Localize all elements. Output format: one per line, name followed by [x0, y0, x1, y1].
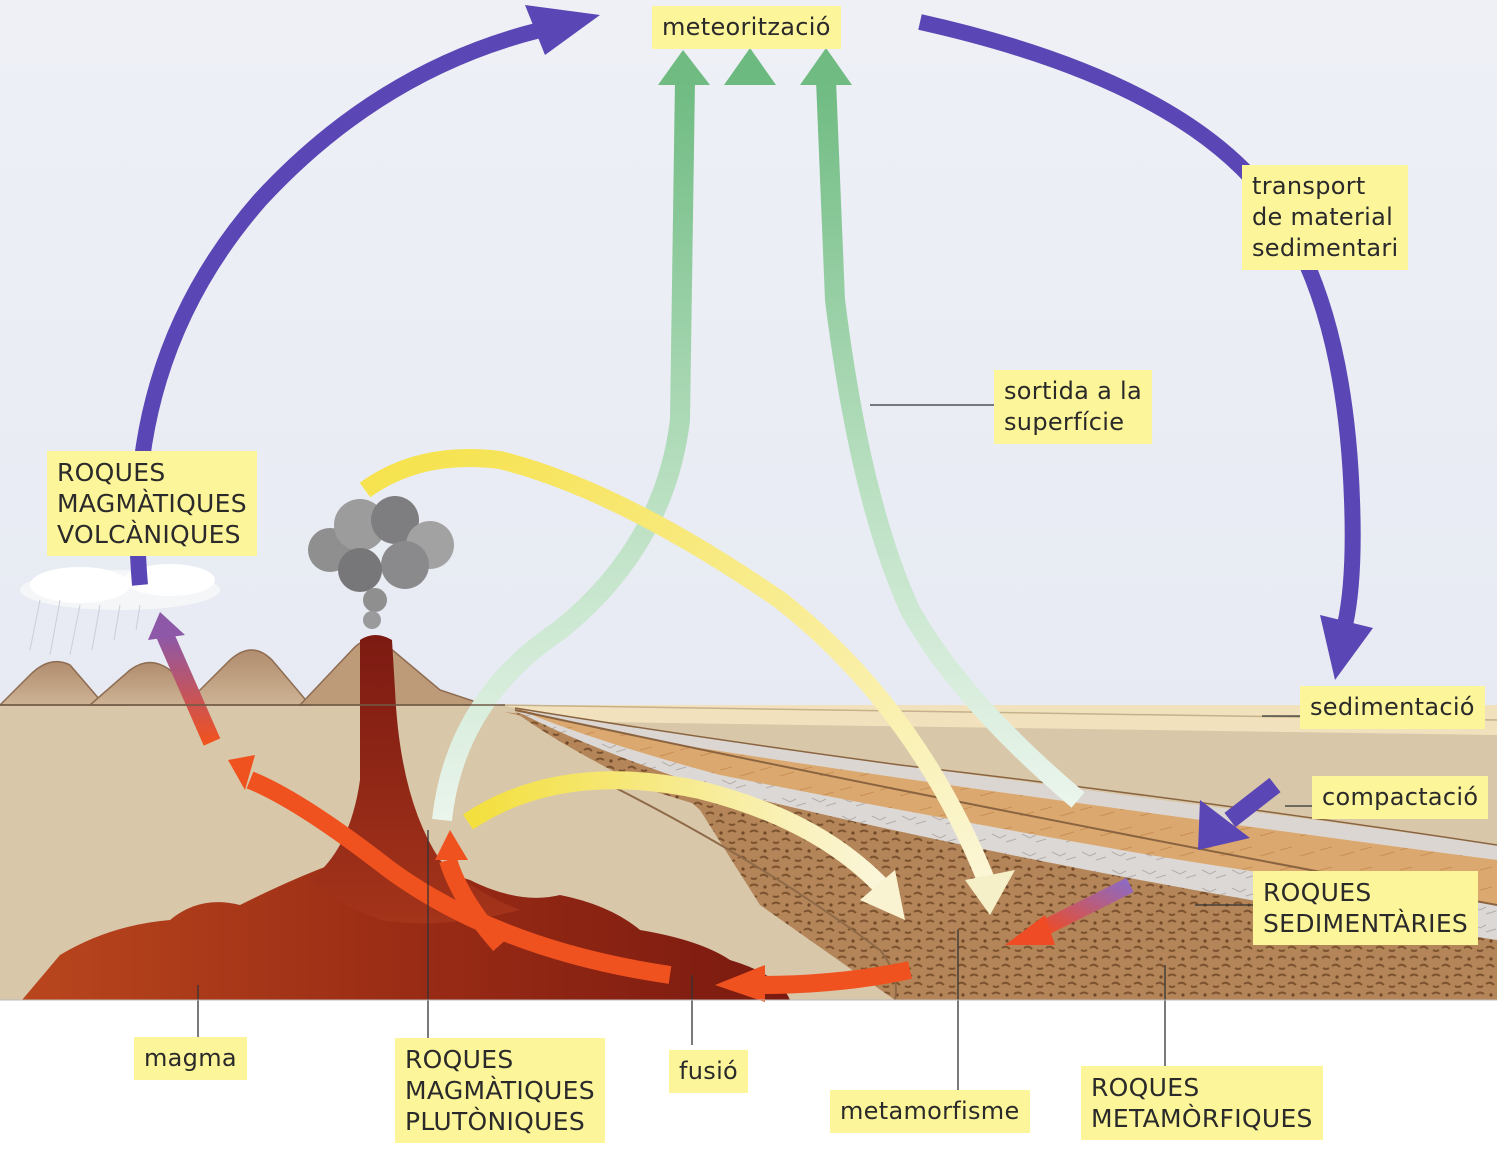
arrow-melting-orange [246, 771, 912, 994]
arrow-to-volcanic [156, 631, 221, 746]
label-roques-plutoniques: ROQUES MAGMÀTIQUES PLUTÒNIQUES [395, 1038, 605, 1143]
label-magma: magma [134, 1037, 247, 1080]
mountain-icon [0, 649, 312, 706]
arrow-head-left [228, 755, 255, 790]
rain-cloud-icon [20, 564, 220, 656]
label-sedimentacio: sedimentació [1300, 686, 1485, 729]
arrow-head-weathering [525, 5, 600, 55]
label-roques-sedimentaries: ROQUES SEDIMENTÀRIES [1253, 871, 1479, 945]
label-compactacio: compactació [1312, 776, 1489, 819]
arrow-uplift-green [432, 48, 1085, 875]
label-roques-volcaniques: ROQUES MAGMÀTIQUES VOLCÀNIQUES [47, 451, 257, 556]
arrow-to-metamorphism-yellow [359, 449, 1015, 920]
leader-lines [197, 404, 1312, 1090]
label-fusio: fusió [669, 1050, 749, 1093]
arrow-to-metamorphism [1036, 877, 1134, 938]
label-sortida-superficie: sortida a la superfície [994, 370, 1153, 444]
arrow-compaction [1224, 777, 1281, 828]
label-metamorfisme: metamorfisme [830, 1090, 1030, 1133]
arrow-head-sedimentation [1320, 615, 1373, 680]
magma-chamber [22, 640, 790, 1000]
label-transport: transport de material sedimentari [1242, 165, 1409, 270]
label-roques-metamorfiques: ROQUES METAMÒRFIQUES [1081, 1066, 1323, 1140]
label-meteoritzacio: meteorització [652, 6, 841, 49]
sediment-wedge [505, 707, 1497, 1001]
ash-cloud-icon [308, 496, 454, 629]
